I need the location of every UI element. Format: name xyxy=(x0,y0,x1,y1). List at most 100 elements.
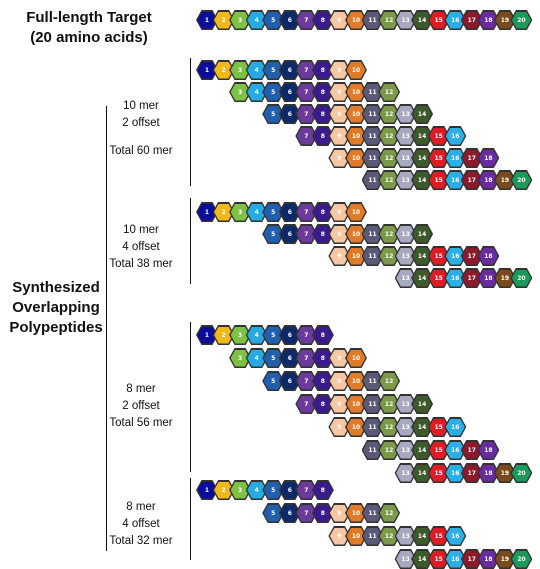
residue-number: 18 xyxy=(478,247,498,265)
residue-hexagon-13: 13 xyxy=(394,526,417,546)
group-2-label: 10 mer 4 offset Total 38 mer xyxy=(96,222,186,273)
residue-number: 11 xyxy=(363,225,382,243)
residue-hexagon-3: 3 xyxy=(229,325,252,345)
residue-hexagon-5: 5 xyxy=(262,82,285,102)
main-bracket-line xyxy=(106,106,107,551)
residue-number: 17 xyxy=(462,11,482,29)
residue-hexagon-15: 15 xyxy=(427,417,450,437)
residue-number: 18 xyxy=(478,171,498,189)
residue-hexagon-6: 6 xyxy=(278,10,301,30)
residue-number: 15 xyxy=(429,171,449,189)
group-4-label-line-3: Total 32 mer xyxy=(109,535,173,547)
residue-hexagon-5: 5 xyxy=(262,10,285,30)
residue-number: 11 xyxy=(363,83,382,101)
residue-number: 18 xyxy=(478,464,498,482)
residue-number: 11 xyxy=(363,527,382,545)
residue-hexagon-17: 17 xyxy=(460,10,483,30)
residue-number: 12 xyxy=(379,127,399,145)
residue-hexagon-10: 10 xyxy=(345,10,367,30)
residue-number: 13 xyxy=(396,441,416,459)
residue-number: 10 xyxy=(346,127,366,145)
residue-number: 9 xyxy=(329,127,349,145)
residue-hexagon-12: 12 xyxy=(378,526,401,546)
residue-number: 14 xyxy=(412,418,432,436)
residue-hexagon-10: 10 xyxy=(345,503,367,523)
residue-hexagon-15: 15 xyxy=(427,126,450,146)
residue-hexagon-11: 11 xyxy=(361,371,384,391)
residue-number: 11 xyxy=(363,105,382,123)
residue-number: 8 xyxy=(313,504,333,522)
residue-hexagon-17: 17 xyxy=(460,463,483,483)
residue-number: 19 xyxy=(495,269,515,287)
residue-number: 13 xyxy=(396,269,416,287)
residue-hexagon-9: 9 xyxy=(328,246,351,266)
residue-number: 11 xyxy=(363,372,382,390)
residue-hexagon-5: 5 xyxy=(262,104,285,124)
residue-number: 2 xyxy=(214,326,234,344)
group-3-label: 8 mer 2 offset Total 56 mer xyxy=(96,381,186,432)
residue-hexagon-2: 2 xyxy=(212,202,235,222)
residue-number: 10 xyxy=(346,395,366,413)
residue-number: 10 xyxy=(346,372,366,390)
residue-number: 6 xyxy=(280,504,300,522)
residue-hexagon-10: 10 xyxy=(345,394,367,414)
residue-hexagon-13: 13 xyxy=(394,126,417,146)
residue-hexagon-9: 9 xyxy=(328,417,351,437)
residue-hexagon-17: 17 xyxy=(460,246,483,266)
residue-hexagon-9: 9 xyxy=(328,60,351,80)
residue-hexagon-14: 14 xyxy=(411,170,434,190)
residue-number: 10 xyxy=(346,83,366,101)
residue-number: 16 xyxy=(445,247,465,265)
residue-number: 13 xyxy=(396,105,416,123)
residue-hexagon-8: 8 xyxy=(311,325,334,345)
residue-hexagon-12: 12 xyxy=(378,104,401,124)
residue-number: 7 xyxy=(296,127,316,145)
residue-hexagon-13: 13 xyxy=(394,10,417,30)
residue-number: 2 xyxy=(214,61,234,79)
residue-number: 5 xyxy=(263,504,283,522)
residue-number: 12 xyxy=(379,527,399,545)
residue-hexagon-10: 10 xyxy=(345,417,367,437)
residue-number: 4 xyxy=(247,11,267,29)
residue-hexagon-18: 18 xyxy=(477,463,500,483)
residue-number: 20 xyxy=(511,550,531,568)
residue-number: 16 xyxy=(445,11,465,29)
residue-number: 12 xyxy=(379,441,399,459)
residue-number: 4 xyxy=(247,203,267,221)
residue-number: 6 xyxy=(280,83,300,101)
residue-hexagon-15: 15 xyxy=(427,268,450,288)
residue-number: 13 xyxy=(396,171,416,189)
residue-number: 6 xyxy=(280,349,300,367)
residue-hexagon-19: 19 xyxy=(493,170,516,190)
residue-number: 15 xyxy=(429,441,449,459)
residue-number: 14 xyxy=(412,395,432,413)
residue-hexagon-8: 8 xyxy=(311,60,334,80)
residue-hexagon-15: 15 xyxy=(427,170,450,190)
residue-number: 13 xyxy=(396,527,416,545)
residue-number: 11 xyxy=(363,127,382,145)
residue-hexagon-9: 9 xyxy=(328,104,351,124)
synthesized-polypeptides-label: Synthesized Overlapping Polypeptides xyxy=(2,278,110,338)
residue-hexagon-12: 12 xyxy=(378,503,401,523)
residue-number: 8 xyxy=(313,203,333,221)
residue-number: 8 xyxy=(313,11,333,29)
residue-number: 13 xyxy=(396,418,416,436)
residue-hexagon-18: 18 xyxy=(477,246,500,266)
residue-number: 19 xyxy=(495,11,515,29)
residue-hexagon-10: 10 xyxy=(345,148,367,168)
residue-number: 13 xyxy=(396,225,416,243)
residue-hexagon-5: 5 xyxy=(262,480,285,500)
residue-number: 16 xyxy=(445,171,465,189)
residue-hexagon-18: 18 xyxy=(477,10,500,30)
residue-number: 10 xyxy=(346,225,366,243)
residue-number: 7 xyxy=(296,504,316,522)
residue-number: 6 xyxy=(280,11,300,29)
residue-hexagon-6: 6 xyxy=(278,224,301,244)
residue-number: 6 xyxy=(280,203,300,221)
residue-hexagon-12: 12 xyxy=(378,371,401,391)
residue-number: 9 xyxy=(329,527,349,545)
residue-number: 9 xyxy=(329,395,349,413)
residue-number: 12 xyxy=(379,149,399,167)
group-1-label-line-1: 10 mer xyxy=(123,100,159,112)
residue-number: 13 xyxy=(396,395,416,413)
